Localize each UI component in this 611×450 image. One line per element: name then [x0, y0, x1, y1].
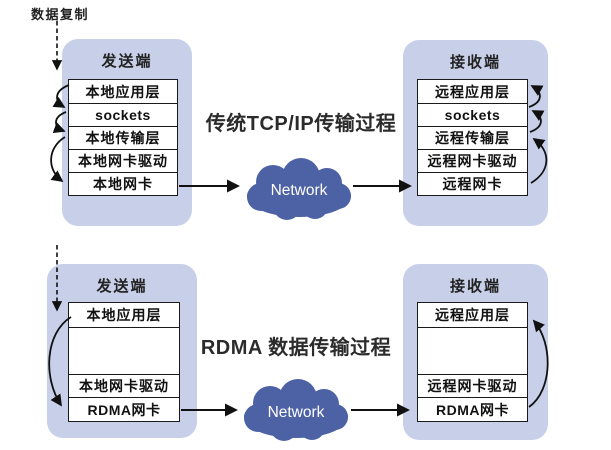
- layer-box: sockets: [418, 103, 527, 126]
- bottom-network-cloud: [244, 379, 348, 441]
- layer-box: RDMA网卡: [69, 397, 179, 421]
- layer-box: 本地传输层: [69, 126, 177, 149]
- top-sender-arc-2: [52, 111, 67, 134]
- top-receiver-arc-2: [529, 110, 545, 133]
- bottom-network-label: Network: [267, 404, 325, 421]
- top-receiver-arc-3: [530, 137, 548, 184]
- layer-box: 远程应用层: [435, 85, 510, 101]
- layer-box: 本地网卡: [69, 172, 177, 195]
- top-network-label: Network: [270, 182, 328, 199]
- layer-box: sockets: [69, 103, 177, 126]
- top-receiver-stack: 远程应用层 sockets 远程传输层 远程网卡驱动 远程网卡: [417, 79, 528, 196]
- top-sender-title: 发送端: [101, 54, 153, 70]
- layer-box-empty: [69, 326, 179, 374]
- bottom-receiver-title: 接收端: [449, 279, 501, 295]
- layer-box: 本地网卡驱动: [69, 373, 179, 398]
- top-diagram-title: 传统TCP/IP传输过程: [205, 113, 397, 135]
- bottom-receiver-bypass-arc: [528, 319, 549, 408]
- layer-box: 远程应用层: [435, 308, 510, 324]
- top-receiver-title: 接收端: [449, 55, 501, 71]
- layer-box: 远程网卡: [418, 172, 527, 195]
- top-sender-arc-3: [50, 136, 66, 183]
- top-sender-arc-1: [52, 84, 70, 108]
- layer-box: RDMA网卡: [418, 397, 527, 421]
- data-copy-label: 数据复制: [31, 7, 90, 22]
- top-receiver-arc-1: [528, 85, 544, 108]
- bottom-diagram-title: RDMA 数据传输过程: [200, 337, 392, 359]
- layer-box: 远程网卡驱动: [418, 373, 527, 398]
- bottom-sender-stack: 本地应用层 本地网卡驱动 RDMA网卡: [68, 302, 180, 422]
- layer-box: 远程网卡驱动: [418, 149, 527, 172]
- layer-box: 本地网卡驱动: [69, 149, 177, 172]
- layer-box: 本地应用层: [85, 85, 161, 101]
- bottom-sender-bypass-arc: [48, 316, 72, 407]
- bottom-sender-title: 发送端: [96, 279, 148, 295]
- top-sender-stack: 本地应用层 sockets 本地传输层 本地网卡驱动 本地网卡: [68, 79, 178, 196]
- top-network-cloud: [247, 158, 351, 220]
- layer-box-empty: [418, 326, 527, 374]
- bottom-receiver-stack: 远程应用层 远程网卡驱动 RDMA网卡: [417, 302, 528, 422]
- layer-box: 远程传输层: [418, 126, 527, 149]
- layer-box: 本地应用层: [86, 308, 162, 324]
